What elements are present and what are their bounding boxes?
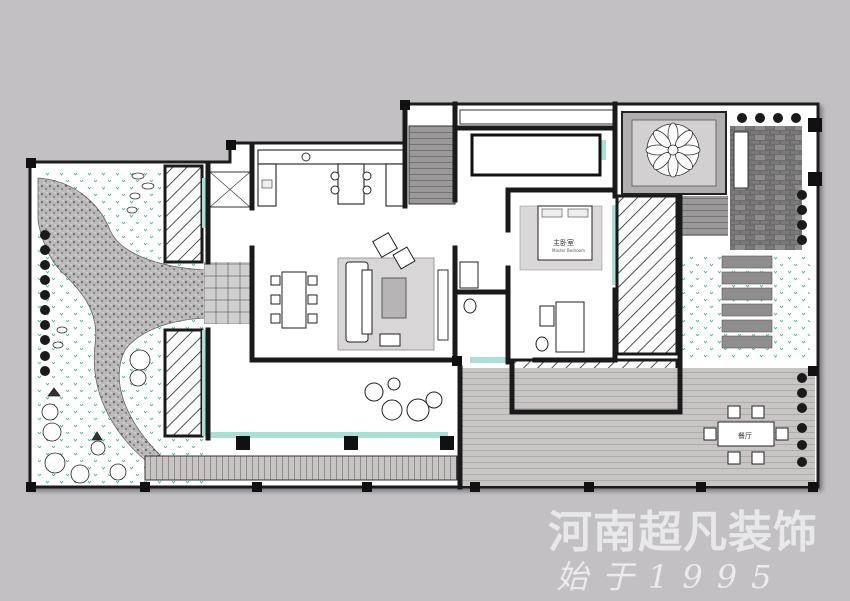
deck-bench <box>144 455 458 481</box>
bar-stools <box>330 171 372 195</box>
sink-icon <box>261 179 273 189</box>
outdoor-dining-set <box>703 405 789 465</box>
hedge-trees-right <box>737 113 807 467</box>
master-bedroom-sub: Master Bedroom <box>552 248 585 253</box>
slogan-watermark: 始于1995 <box>556 558 786 596</box>
planter-courtyard <box>615 194 679 356</box>
glass-walls <box>202 140 618 438</box>
stepping-pavers <box>721 255 773 349</box>
dining-table-left <box>270 271 318 329</box>
stepping-stones <box>52 172 155 349</box>
planter-left-top <box>163 164 204 264</box>
sofa-set <box>345 232 416 347</box>
hedge-trees-left <box>40 230 50 376</box>
staircase <box>408 125 456 205</box>
dining-label: 餐厅 <box>738 431 752 440</box>
bathtub <box>470 133 602 177</box>
coffee-table <box>381 277 407 319</box>
terrace-bench <box>733 131 749 189</box>
bathroom-fixtures <box>459 261 585 353</box>
planter-left-bottom <box>163 328 204 438</box>
gravel-path <box>37 177 206 461</box>
tv-cabinet <box>437 269 449 341</box>
stove-icon <box>301 152 311 162</box>
lounge-chairs <box>364 377 443 422</box>
double-bed <box>537 205 593 261</box>
structural-columns <box>26 100 822 492</box>
lotus-medallion <box>645 122 701 178</box>
master-bedroom-label: 主卧室 <box>553 238 574 247</box>
company-watermark: 河南超凡装饰 <box>548 507 818 558</box>
kitchen-counter <box>257 149 407 207</box>
interior-walls <box>205 101 683 490</box>
upper-balcony <box>459 109 616 125</box>
garden-shrubs <box>41 349 151 484</box>
entry-tile-floor <box>204 262 252 324</box>
terrace-steps <box>680 196 728 236</box>
